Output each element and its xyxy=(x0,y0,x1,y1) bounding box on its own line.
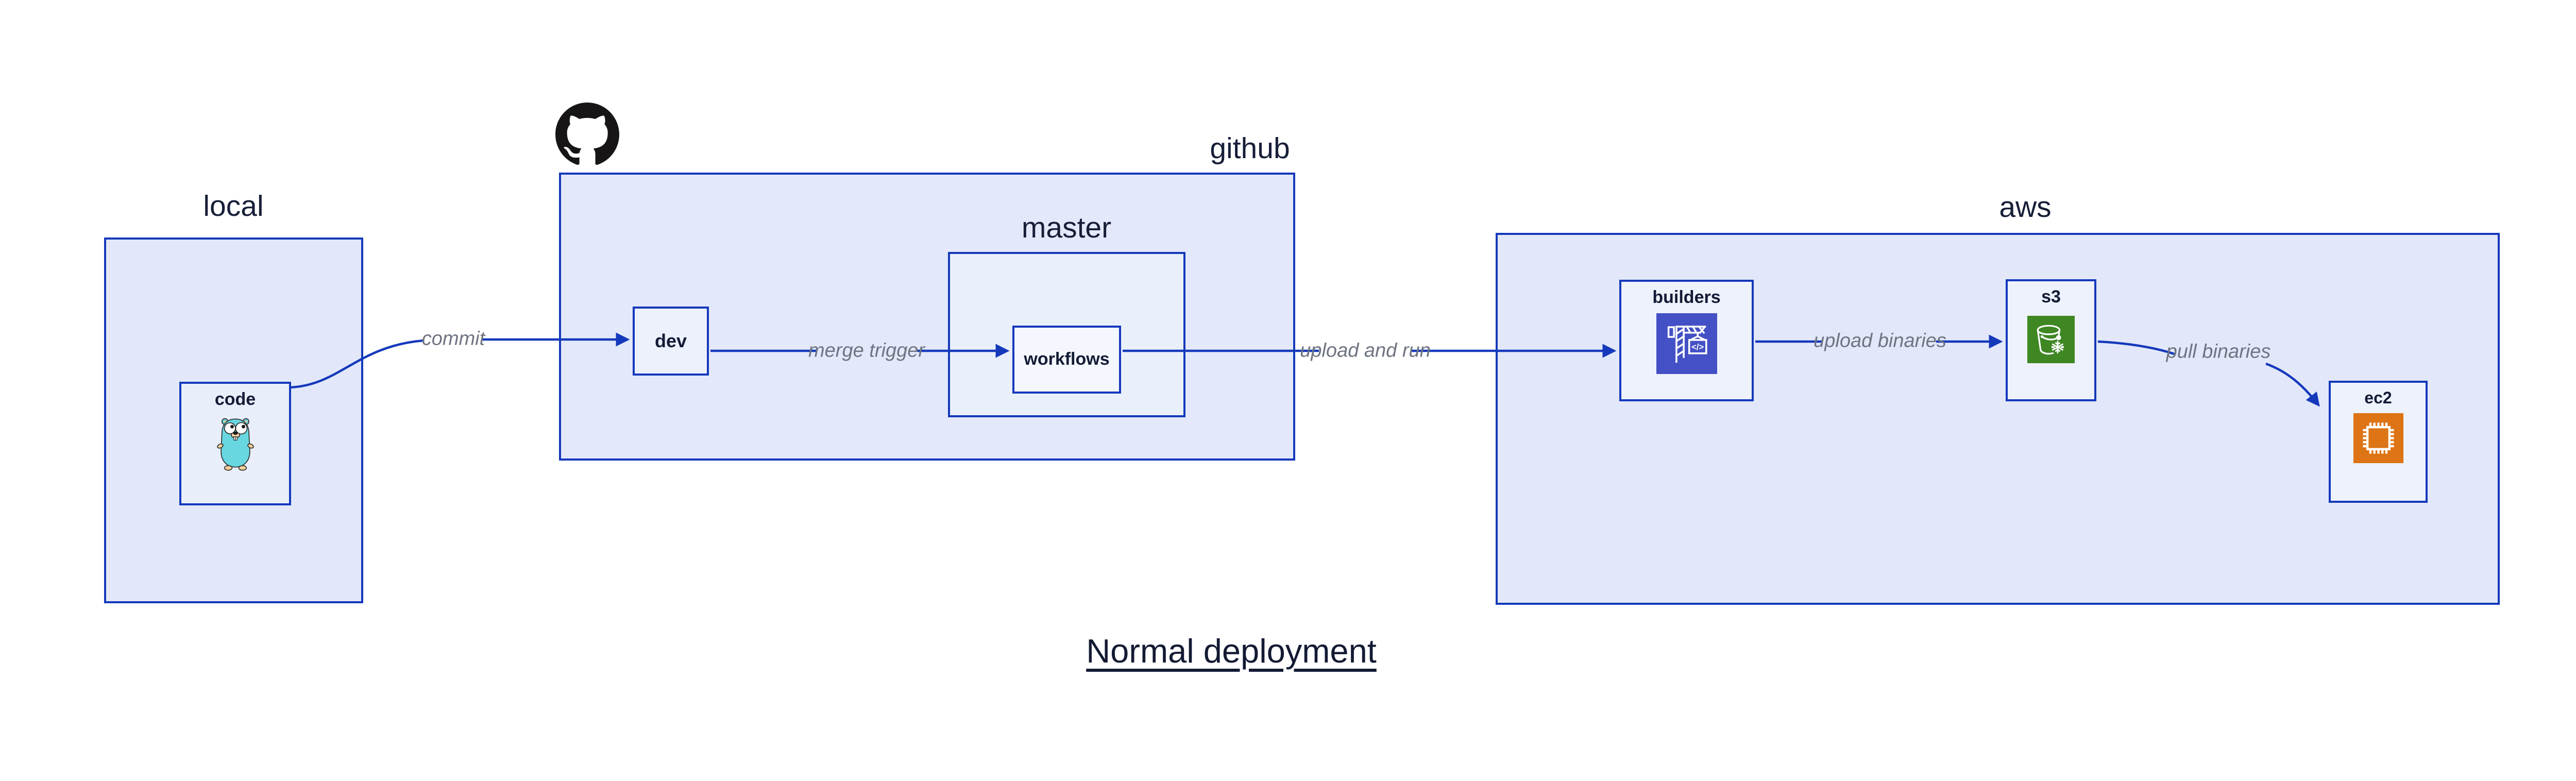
github-octocat-logo-icon xyxy=(555,103,619,166)
edge-label-commit: commit xyxy=(421,328,485,350)
node-workflows: workflows xyxy=(1012,326,1121,394)
node-code-label: code xyxy=(214,389,256,409)
edge-label-upload-binaries: upload binaries xyxy=(1814,330,1946,352)
node-builders: builders </> xyxy=(1619,280,1754,401)
group-label-local: local xyxy=(203,190,264,223)
edge-label-merge-trigger: merge trigger xyxy=(808,339,925,362)
go-gopher-icon xyxy=(214,415,257,471)
node-ec2: ec2 xyxy=(2329,381,2428,503)
group-label-github: github xyxy=(1210,132,1290,165)
ec2-chip-icon xyxy=(2353,413,2403,464)
codebuild-crane-icon: </> xyxy=(1656,313,1717,375)
group-label-master: master xyxy=(1021,211,1112,244)
diagram-title: Normal deployment xyxy=(1086,632,1377,670)
node-builders-label: builders xyxy=(1652,287,1721,307)
codebuild-icon-code-glyph: </> xyxy=(1691,343,1704,352)
node-ec2-label: ec2 xyxy=(2364,388,2392,407)
node-dev: dev xyxy=(633,307,709,376)
edge-label-upload-and-run: upload and run xyxy=(1300,339,1431,362)
edge-label-pull-binaries: pull binaries xyxy=(2166,341,2271,363)
node-workflows-label: workflows xyxy=(1024,349,1110,369)
node-s3: s3 xyxy=(2006,279,2096,401)
s3-bucket-snowflake-icon xyxy=(2027,316,2075,364)
node-s3-label: s3 xyxy=(2041,287,2061,307)
node-dev-label: dev xyxy=(654,330,687,352)
node-code: code xyxy=(179,382,291,505)
group-label-aws: aws xyxy=(1999,191,2052,224)
